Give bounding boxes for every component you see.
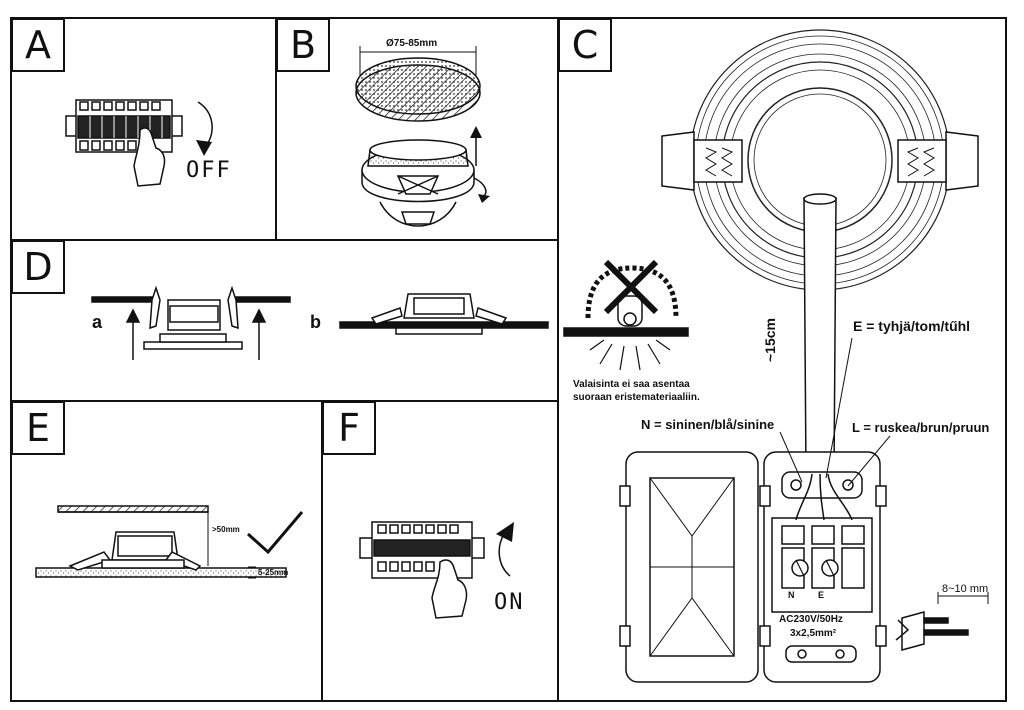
diameter-label: Ø75-85mm	[386, 38, 438, 49]
on-label: ON	[494, 590, 525, 615]
warning-line-1: Valaisinta ei saa asentaa	[573, 379, 690, 390]
hand-a	[133, 127, 166, 187]
clearance-diagram	[35, 505, 287, 579]
cable-spec-label: 3x2,5mm²	[790, 628, 837, 639]
cable-length-label: ~15cm	[762, 318, 778, 362]
cutout-disc	[355, 46, 481, 122]
push-arrows-d	[125, 308, 267, 360]
sub-label-a: a	[92, 312, 103, 332]
panel-label-e: E	[11, 401, 65, 455]
arrowhead-on	[496, 522, 514, 542]
supply-plug	[895, 592, 989, 651]
neutral-label: N = sininen/blå/sinine	[641, 417, 775, 432]
warning-line-2: suoraan eristemateriaaliin.	[573, 392, 700, 403]
sub-label-b: b	[310, 312, 321, 332]
panel-label-b: B	[276, 18, 330, 72]
panel-label-f: F	[322, 401, 376, 455]
panel-label-a: A	[11, 18, 65, 72]
hand-f	[431, 559, 468, 619]
off-label: OFF	[186, 158, 232, 183]
supply-label: AC230V/50Hz	[779, 614, 843, 625]
forbidden-x-icon	[603, 259, 659, 315]
clearance-top-label: >50mm	[212, 525, 240, 534]
strip-length-label: 8~10 mm	[942, 583, 989, 595]
spring-arrowhead-b	[478, 194, 490, 203]
push-arrowhead-b	[470, 126, 482, 138]
terminal-e-label: E	[818, 590, 825, 600]
install-b	[339, 293, 549, 335]
ceiling-thickness-label: 5-25mm	[258, 568, 289, 577]
callout-lines	[779, 337, 891, 487]
check-icon	[246, 511, 304, 555]
live-label: L = ruskea/brun/pruun	[852, 420, 990, 435]
terminal-box	[619, 451, 887, 683]
terminal-n-label: N	[788, 590, 795, 600]
breaker-panel-on	[359, 521, 485, 579]
breaker-panel-off	[65, 99, 183, 153]
panel-label-d: D	[11, 240, 65, 294]
spring-arrow-b	[473, 177, 487, 197]
wires	[795, 473, 853, 521]
arrowhead-off	[196, 140, 212, 156]
install-a	[91, 285, 291, 350]
insulation-warning	[563, 265, 689, 371]
earth-label: E = tyhjä/tom/tűhl	[853, 318, 971, 334]
spring-clips	[661, 131, 979, 191]
rotate-arrow-off	[197, 101, 213, 147]
cable-sheath	[803, 193, 837, 475]
spotlight-fixture-b	[361, 139, 475, 227]
panel-label-c: C	[558, 18, 612, 72]
rotate-arrow-on	[498, 533, 511, 577]
